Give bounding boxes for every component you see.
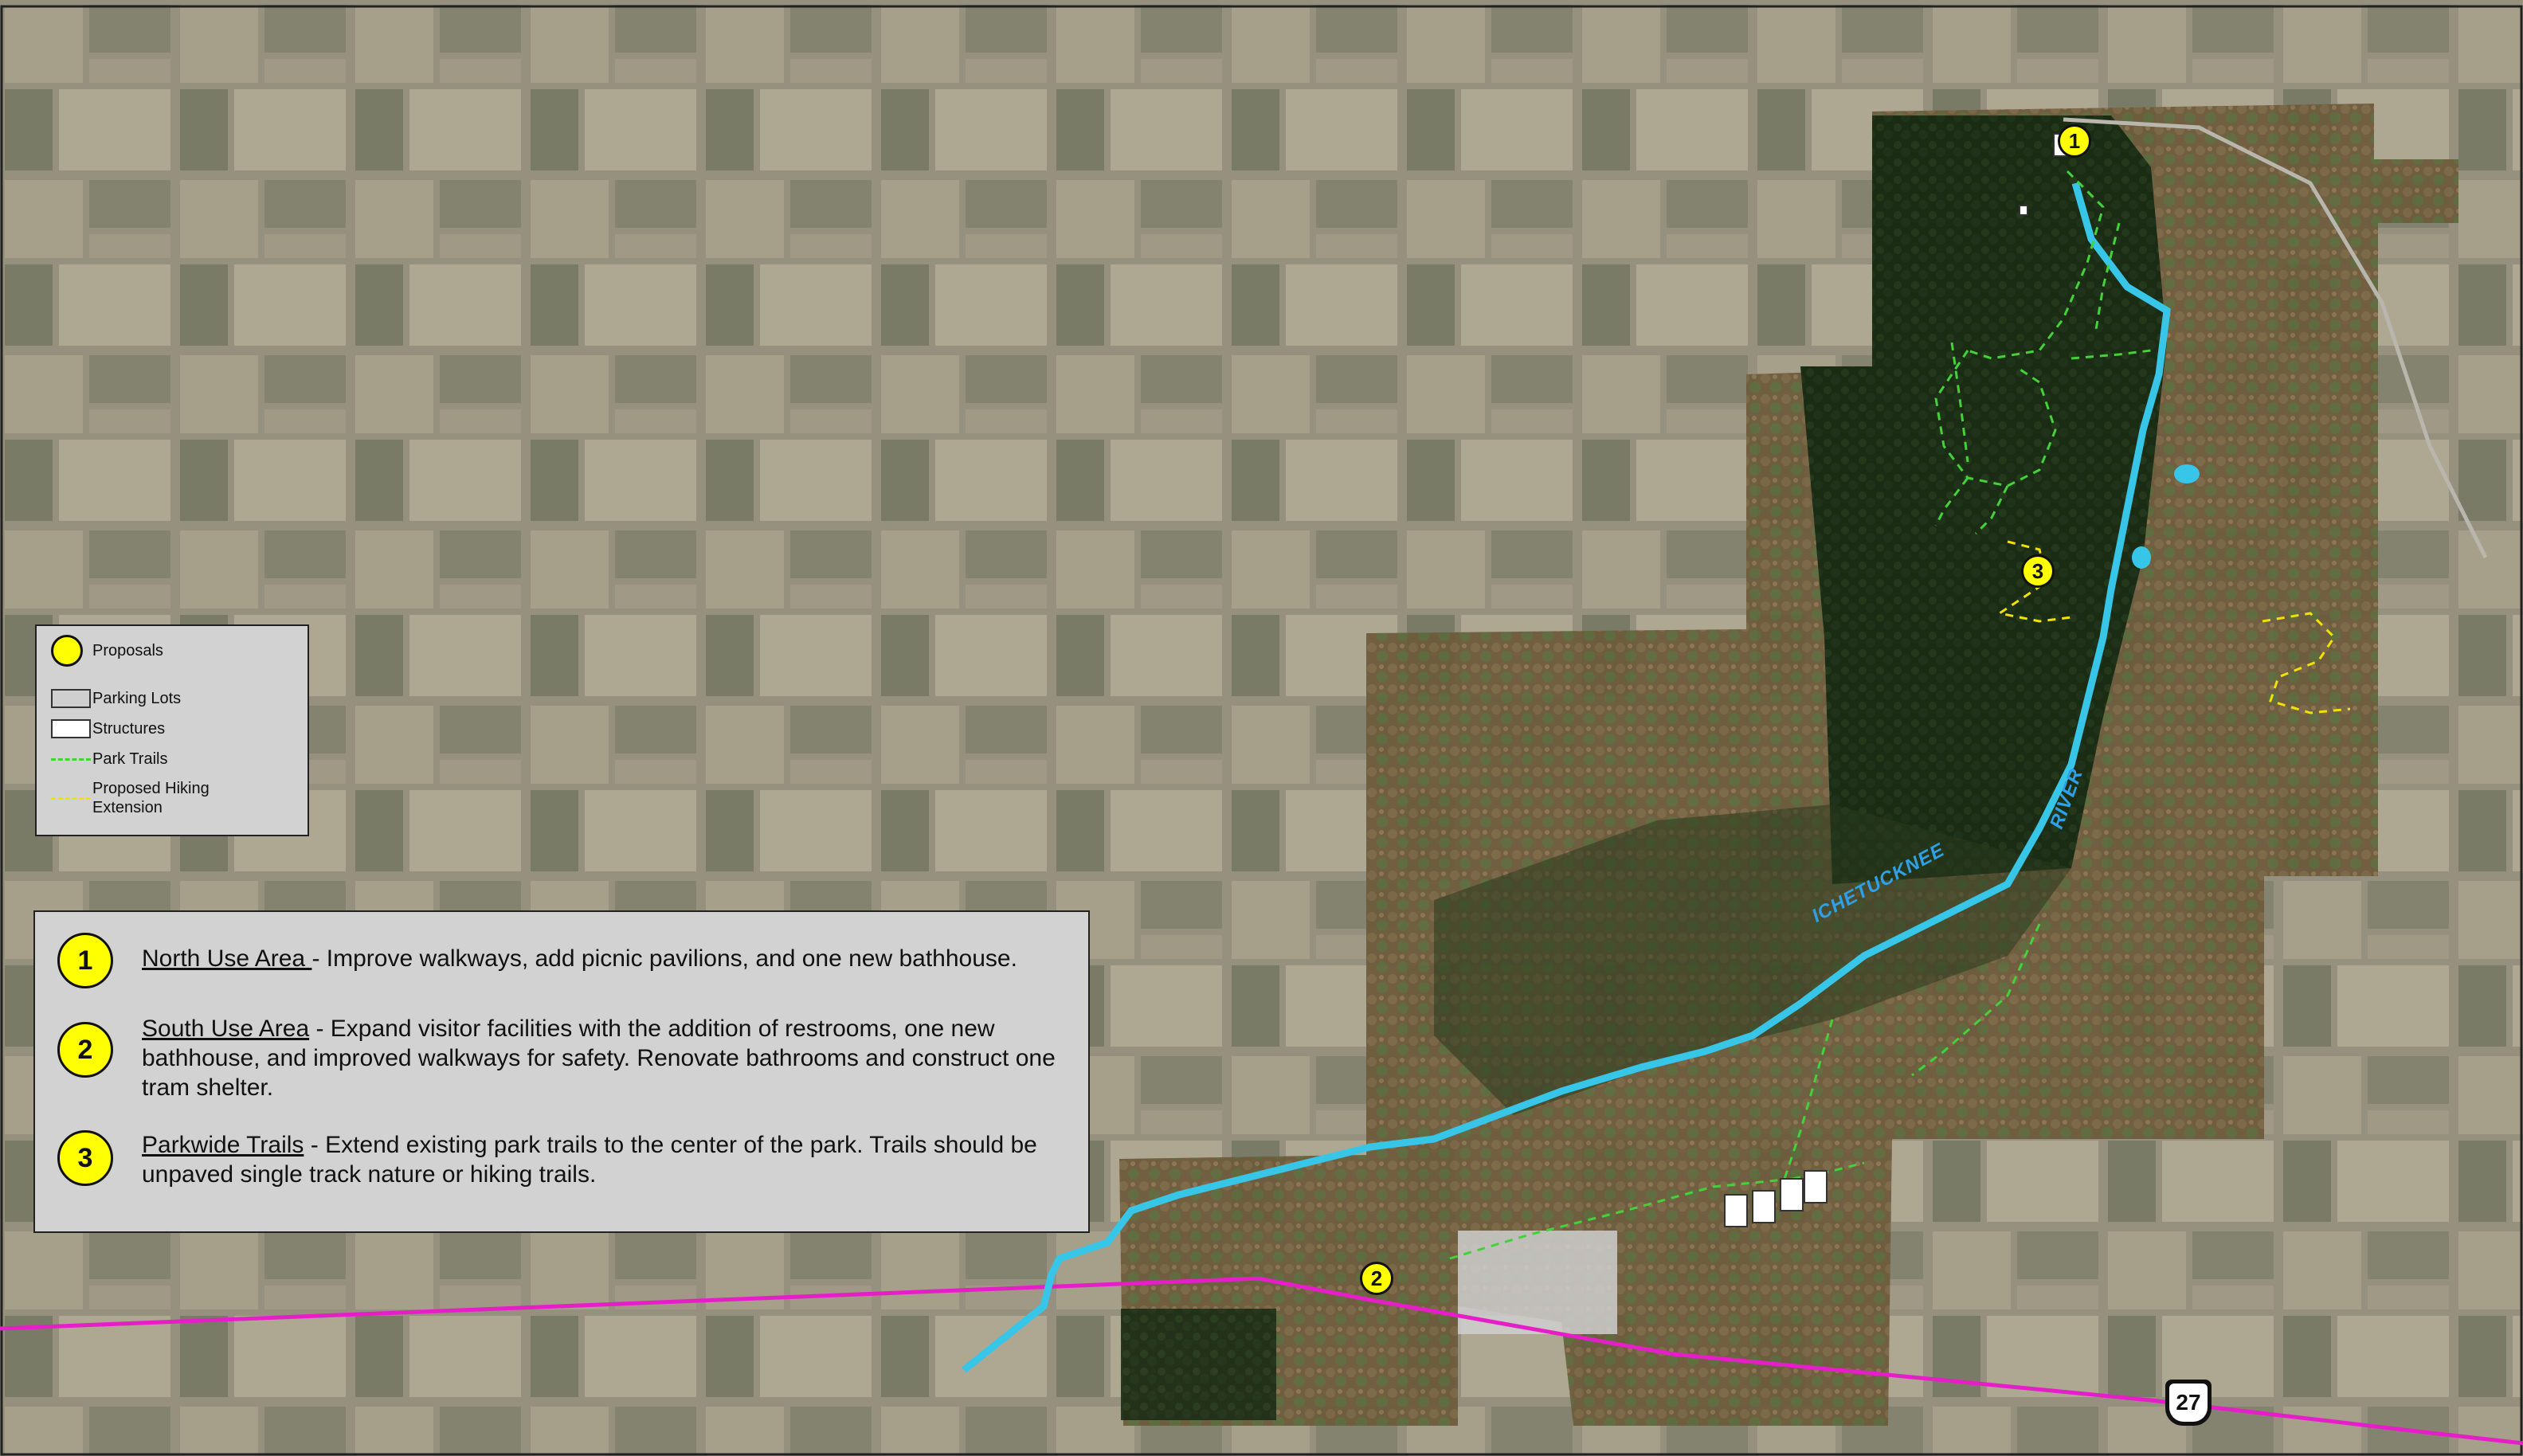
highway-us-27 [0,1276,2523,1446]
proposal-number-badge: 3 [57,1130,113,1186]
legend-item-proposals: Proposals [51,635,163,667]
proposal-title: Parkwide Trails [142,1132,304,1158]
proposal-item-2: 2 South Use Area - Expand visitor facili… [57,1014,1066,1102]
proposal-number-badge: 2 [57,1022,113,1078]
proposal-descriptions: 1 North Use Area - Improve walkways, add… [33,910,1090,1233]
legend-item-proposed-hiking-extension: Proposed Hiking Extension [51,779,210,817]
legend-label: Parking Lots [92,690,182,707]
proposal-circle-icon [51,635,83,667]
parking-lot-swatch [51,689,91,708]
proposed-hiking-extension [1996,540,2351,714]
proposal-text: Parkwide Trails - Extend existing park t… [142,1130,1066,1189]
proposal-title: North Use Area [142,945,312,972]
legend-item-parking-lots: Parking Lots [51,687,181,710]
proposal-number-badge: 1 [57,933,113,988]
park-trails [1449,170,2152,1260]
proposal-title: South Use Area [142,1016,310,1042]
legend-label: Park Trails [92,750,168,768]
proposal-item-3: 3 Parkwide Trails - Extend existing park… [57,1130,1066,1189]
map-legend: Proposals Parking Lots Structures Park T… [35,624,309,836]
park-trail-line-icon [51,757,91,761]
marker-north-use-area[interactable]: 1 [2058,124,2091,158]
legend-label: Proposed Hiking Extension [92,780,210,816]
highway-number: 27 [2169,1384,2208,1422]
river [962,182,2171,1373]
legend-item-park-trails: Park Trails [51,747,167,771]
proposal-description: - Expand visitor facilities with the add… [142,1016,1056,1101]
legend-label: Structures [92,720,166,738]
structures [1724,133,2075,1227]
proposed-trail-line-icon [51,796,91,800]
structure-swatch [51,719,91,738]
legend-item-structures: Structures [51,717,165,741]
legend-label: Proposals [92,642,163,660]
proposal-text: North Use Area - Improve walkways, add p… [142,944,1066,973]
marker-parkwide-trails[interactable]: 3 [2021,554,2055,588]
proposal-description: - Improve walkways, add picnic pavilions… [311,945,1017,972]
us-highway-shield-icon: 27 [2165,1380,2212,1426]
marker-south-use-area[interactable]: 2 [1360,1262,1393,1295]
proposal-text: South Use Area - Expand visitor faciliti… [142,1014,1066,1102]
proposal-description: - Extend existing park trails to the cen… [142,1132,1037,1188]
proposal-item-1: 1 North Use Area - Improve walkways, add… [57,933,1066,988]
